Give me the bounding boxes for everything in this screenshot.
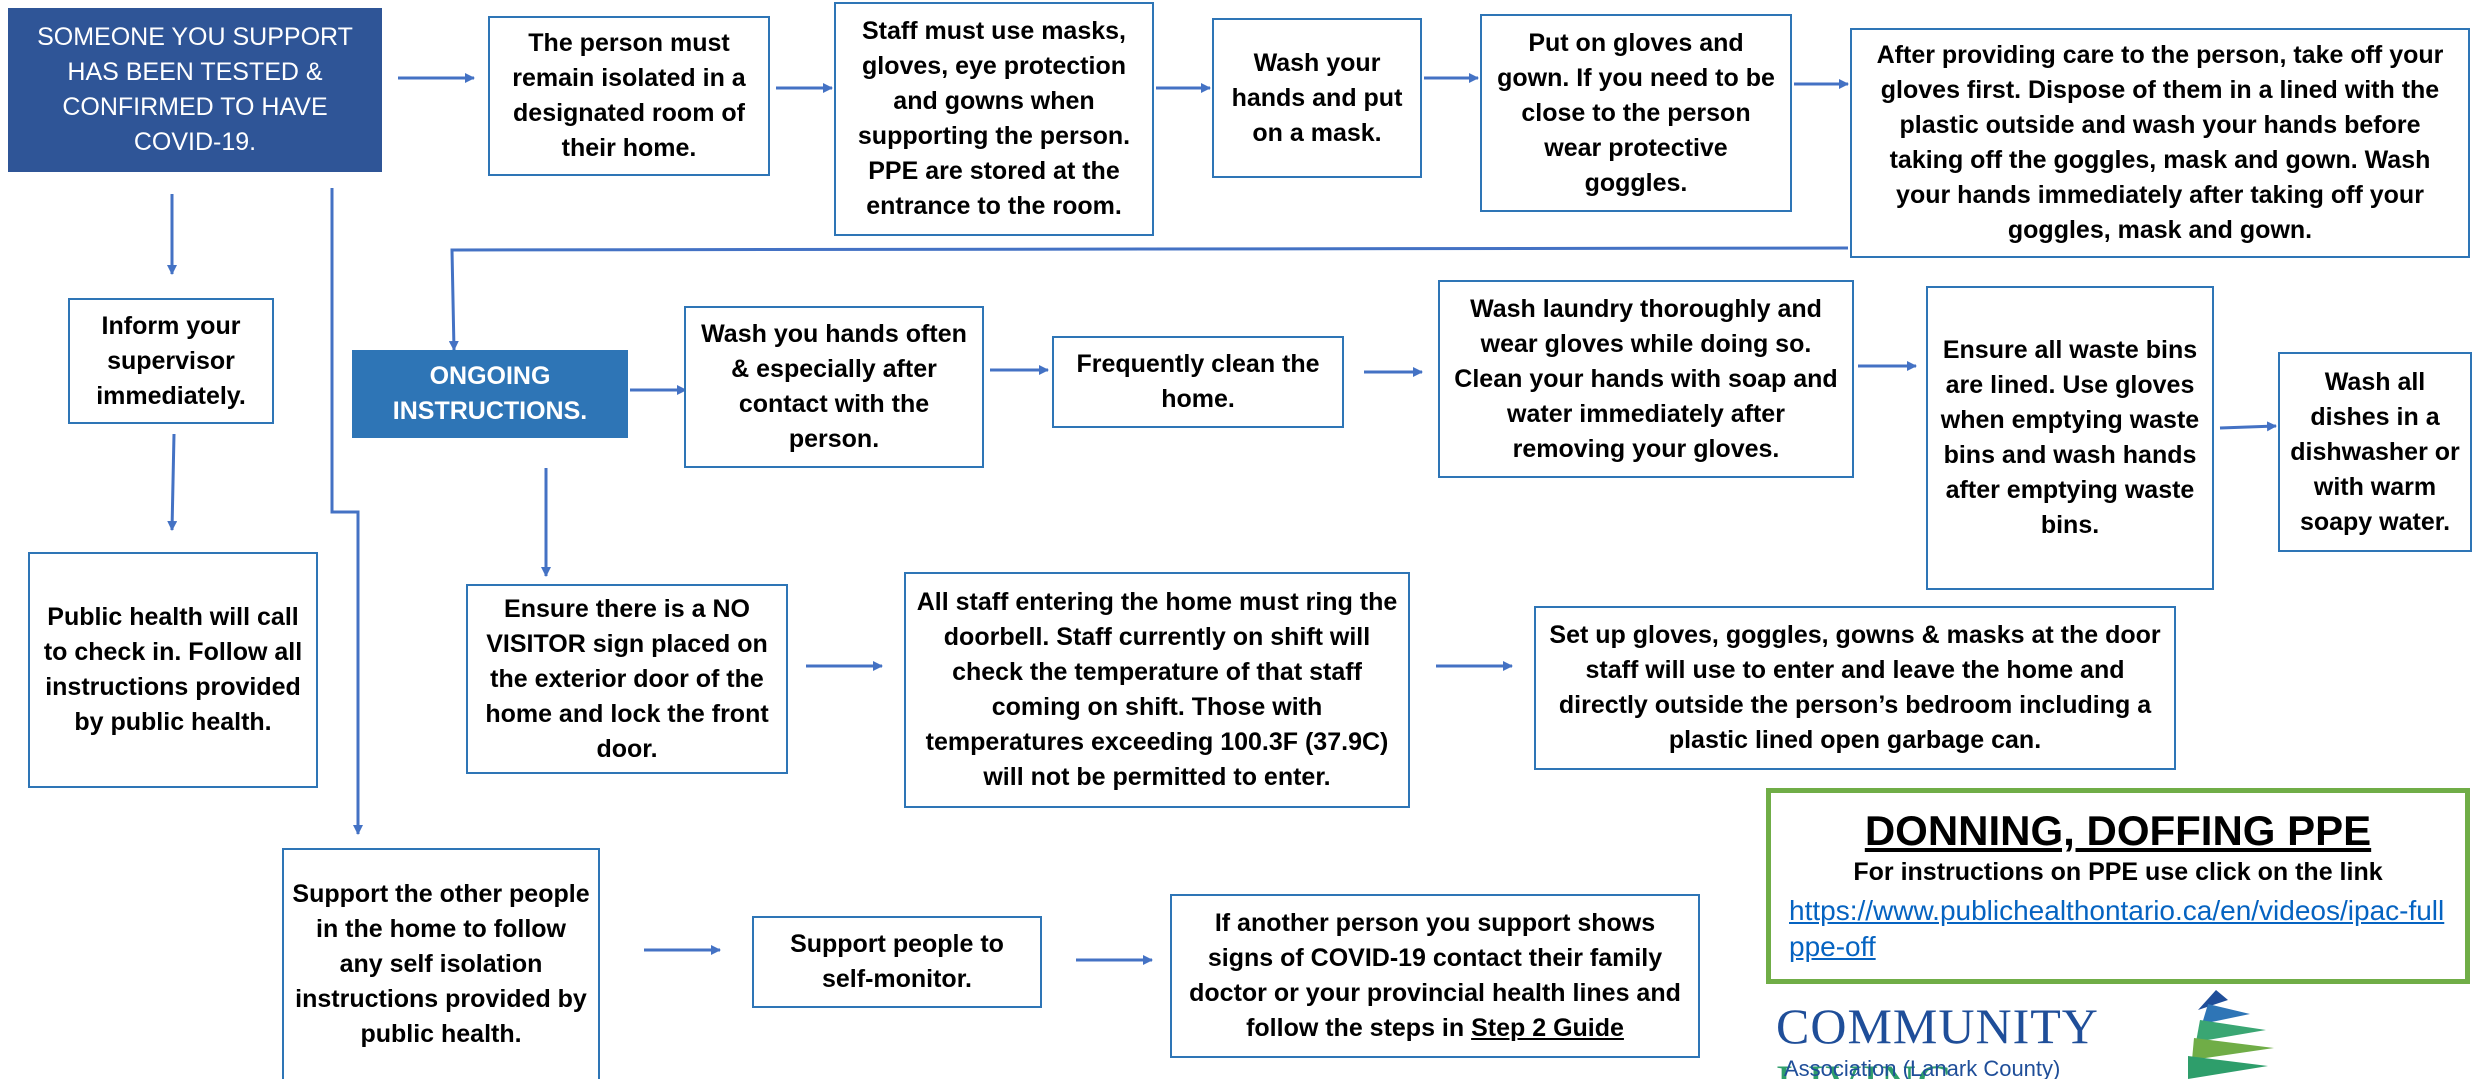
node-clean-home-text: Frequently clean the home. bbox=[1076, 350, 1320, 413]
logo-subtitle: Association (Lanark County) bbox=[1784, 1056, 2061, 1079]
node-gloves-gown-text: Put on gloves and gown. If you need to b… bbox=[1497, 28, 1775, 197]
node-confirmed: SOMEONE YOU SUPPORT HAS BEEN TESTED & CO… bbox=[8, 8, 382, 172]
node-another-person-text: If another person you support shows sign… bbox=[1180, 906, 1690, 1046]
node-support-others: Support the other people in the home to … bbox=[282, 848, 600, 1079]
logo-wordmark: COMMUNITY LIVING bbox=[1776, 998, 2276, 1079]
node-wash-often-text: Wash you hands often & especially after … bbox=[701, 320, 967, 453]
node-isolated: The person must remain isolated in a des… bbox=[488, 16, 770, 176]
node-doorbell-text: All staff entering the home must ring th… bbox=[916, 588, 1398, 791]
node-wash-mask-text: Wash your hands and put on a mask. bbox=[1231, 48, 1403, 147]
node-staff-ppe: Staff must use masks, gloves, eye protec… bbox=[834, 2, 1154, 236]
ppe-video-link[interactable]: https://www.publichealthontario.ca/en/vi… bbox=[1789, 895, 2445, 962]
arrow-aftercare-ongoing bbox=[448, 246, 1849, 351]
node-wash-often: Wash you hands often & especially after … bbox=[684, 306, 984, 468]
logo-word-1: COMMUNITY bbox=[1776, 998, 2098, 1054]
node-waste-bins-text: Ensure all waste bins are lined. Use glo… bbox=[1940, 336, 2200, 539]
node-dishes: Wash all dishes in a dishwasher or with … bbox=[2278, 352, 2472, 552]
node-public-health: Public health will call to check in. Fol… bbox=[28, 552, 318, 788]
node-laundry-text: Wash laundry thoroughly and wear gloves … bbox=[1454, 294, 1838, 463]
node-confirmed-text: SOMEONE YOU SUPPORT HAS BEEN TESTED & CO… bbox=[37, 23, 353, 156]
node-self-monitor: Support people to self-monitor. bbox=[752, 916, 1042, 1008]
node-another-person-body: If another person you support shows sign… bbox=[1189, 909, 1681, 1042]
node-support-others-text: Support the other people in the home to … bbox=[292, 880, 590, 1048]
node-waste-bins: Ensure all waste bins are lined. Use glo… bbox=[1926, 286, 2214, 590]
node-ongoing: ONGOING INSTRUCTIONS. bbox=[352, 350, 628, 438]
node-after-care-text: After providing care to the person, take… bbox=[1876, 41, 2444, 244]
node-doorbell: All staff entering the home must ring th… bbox=[904, 572, 1410, 808]
ppe-title: DONNING, DOFFING PPE bbox=[1864, 807, 2372, 854]
node-inform-supervisor: Inform your supervisor immediately. bbox=[68, 298, 274, 424]
node-dishes-text: Wash all dishes in a dishwasher or with … bbox=[2290, 367, 2460, 536]
community-living-logo: COMMUNITY LIVING Association (Lanark Cou… bbox=[1776, 990, 2276, 1079]
node-clean-home: Frequently clean the home. bbox=[1052, 336, 1344, 428]
arrow-inform-publichealth bbox=[167, 433, 178, 531]
node-no-visitor-text: Ensure there is a NO VISITOR sign placed… bbox=[485, 594, 769, 763]
arrow-waste-dishes bbox=[2219, 421, 2277, 432]
node-inform-supervisor-text: Inform your supervisor immediately. bbox=[96, 311, 246, 410]
node-staff-ppe-text: Staff must use masks, gloves, eye protec… bbox=[857, 17, 1131, 220]
node-ongoing-text: ONGOING INSTRUCTIONS. bbox=[392, 362, 588, 425]
ppe-info-box: DONNING, DOFFING PPE For instructions on… bbox=[1766, 788, 2470, 984]
node-another-person: If another person you support shows sign… bbox=[1170, 894, 1700, 1058]
node-self-monitor-text: Support people to self-monitor. bbox=[790, 930, 1004, 993]
node-wash-mask: Wash your hands and put on a mask. bbox=[1212, 18, 1422, 178]
arrow-confirmed-supportothers bbox=[330, 188, 363, 835]
node-after-care: After providing care to the person, take… bbox=[1850, 28, 2470, 258]
node-no-visitor: Ensure there is a NO VISITOR sign placed… bbox=[466, 584, 788, 774]
logo-word-2: LIVING bbox=[1776, 1054, 1954, 1079]
node-setup-ppe: Set up gloves, goggles, gowns & masks at… bbox=[1534, 606, 2176, 770]
node-public-health-text: Public health will call to check in. Fol… bbox=[43, 603, 303, 736]
node-isolated-text: The person must remain isolated in a des… bbox=[512, 29, 746, 162]
step2-guide-link[interactable]: Step 2 Guide bbox=[1471, 1014, 1624, 1042]
node-laundry: Wash laundry thoroughly and wear gloves … bbox=[1438, 280, 1854, 478]
logo-emblem-icon bbox=[2188, 990, 2274, 1079]
ppe-subtitle: For instructions on PPE use click on the… bbox=[1853, 858, 2383, 886]
node-setup-ppe-text: Set up gloves, goggles, gowns & masks at… bbox=[1549, 621, 2161, 754]
node-gloves-gown: Put on gloves and gown. If you need to b… bbox=[1480, 14, 1792, 212]
